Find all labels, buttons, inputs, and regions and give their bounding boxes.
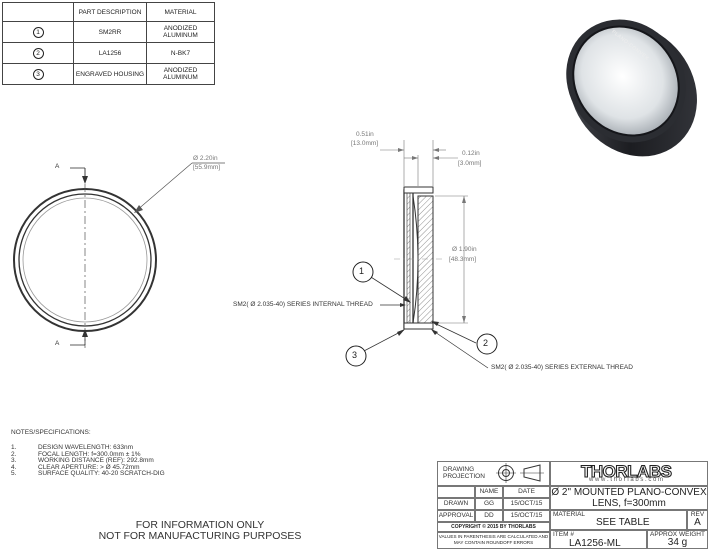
bom-row: 3 ENGRAVED HOUSING ANODIZED ALUMINUM	[2, 63, 215, 85]
material-value: SEE TABLE	[596, 517, 650, 528]
bom-row: 1 SM2RR ANODIZED ALUMINUM	[2, 21, 215, 43]
balloon-3: 3	[352, 350, 358, 360]
item-cell: ITEM # LA1256-ML	[550, 530, 647, 549]
drawn-label: DRAWN	[437, 498, 475, 510]
material-label: MATERIAL	[553, 511, 586, 518]
item-value: LA1256-ML	[569, 538, 621, 549]
product-photo	[566, 19, 697, 157]
thickness-dim-in: 0.12in	[462, 150, 480, 157]
weight-label: APPROX WEIGHT	[650, 531, 705, 538]
note-item: 5.SURFACE QUALITY: 40-20 SCRATCH-DIG	[11, 470, 165, 478]
blank-cell	[437, 486, 475, 498]
notes-list: 1.DESIGN WAVELENGTH: 633nm 2.FOCAL LENGT…	[11, 444, 221, 478]
bom-balloon: 3	[32, 68, 44, 80]
bom-table: PART DESCRIPTION MATERIAL 1 SM2RR ANODIZ…	[2, 2, 215, 85]
values-note: VALUES IN PARENTHESIS ARE CALCULATED AND…	[437, 532, 550, 549]
drawn-date: 15/OCT/15	[503, 498, 550, 510]
part-title-line-2: LENS, f=300mm	[592, 498, 666, 509]
name-header: NAME	[475, 486, 503, 498]
width-dim-mm: [13.0mm]	[351, 140, 379, 147]
weight-value: 34 g	[667, 537, 688, 548]
footer-line-2: NOT FOR MANUFACTURING PURPOSES	[98, 530, 302, 542]
projection-cell: DRAWING PROJECTION	[437, 461, 550, 486]
approval-name: DD	[475, 510, 503, 522]
part-title-line-1: Ø 2" MOUNTED PLANO-CONVEX	[551, 487, 707, 498]
approval-date: 15/OCT/15	[503, 510, 550, 522]
part-title-cell: Ø 2" MOUNTED PLANO-CONVEX LENS, f=300mm	[550, 486, 708, 510]
rev-value: A	[694, 517, 701, 528]
item-label: ITEM #	[553, 531, 574, 538]
weight-cell: APPROX WEIGHT 34 g	[647, 530, 708, 549]
external-thread-callout: SM2( Ø 2.035-40) SERIES EXTERNAL THREAD	[491, 364, 633, 371]
balloon-2: 2	[483, 338, 489, 348]
drawing-projection-label: DRAWING PROJECTION	[443, 466, 485, 480]
note-item: 4.CLEAR APERTURE: > Ø 45.72mm	[11, 463, 140, 471]
footer-line-1: FOR INFORMATION ONLY	[135, 519, 265, 531]
bom-balloon: 1	[32, 26, 44, 38]
note-item: 3.WORKING DISTANCE (REF): 292.8mm	[11, 457, 154, 465]
rev-label: REV	[690, 511, 705, 518]
drawn-name: GG	[475, 498, 503, 510]
note-item: 2.FOCAL LENGTH: f=300.0mm ± 1%	[11, 450, 141, 458]
website: w w w . t h o r l a b s . c o m	[589, 477, 664, 483]
outer-diameter-in: Ø 2.20in	[193, 155, 218, 162]
approval-label: APPROVAL	[437, 510, 475, 522]
thorlabs-logo: THORLABS	[580, 462, 672, 482]
thickness-dim-mm: [3.0mm]	[458, 160, 482, 167]
side-view	[345, 140, 498, 369]
section-label-bottom: A	[55, 340, 60, 347]
bom-balloon: 2	[32, 47, 44, 59]
section-label-top: A	[55, 163, 60, 170]
aperture-dim-in: Ø 1.90in	[452, 246, 477, 253]
front-view	[13, 162, 225, 348]
bom-material: ANODIZED ALUMINUM	[146, 63, 215, 85]
outer-diameter-mm: [55.9mm]	[193, 164, 221, 171]
note-item: 1.DESIGN WAVELENGTH: 633nm	[11, 444, 133, 451]
copyright: COPYRIGHT © 2015 BY THORLABS	[437, 522, 550, 532]
rev-cell: REV A	[687, 510, 708, 530]
bom-material: ANODIZED ALUMINUM	[146, 21, 215, 43]
width-dim-in: 0.51in	[356, 131, 374, 138]
projection-symbol-icon	[496, 463, 544, 483]
material-cell: MATERIAL SEE TABLE	[550, 510, 687, 530]
logo-cell: THORLABS w w w . t h o r l a b s . c o m	[550, 461, 708, 486]
aperture-dim-mm: [48.3mm]	[449, 256, 477, 263]
internal-thread-callout: SM2( Ø 2.035-40) SERIES INTERNAL THREAD	[233, 301, 373, 308]
balloon-1: 1	[359, 266, 365, 276]
date-header: DATE	[503, 486, 550, 498]
notes-title: NOTES/SPECIFICATIONS:	[11, 429, 91, 436]
